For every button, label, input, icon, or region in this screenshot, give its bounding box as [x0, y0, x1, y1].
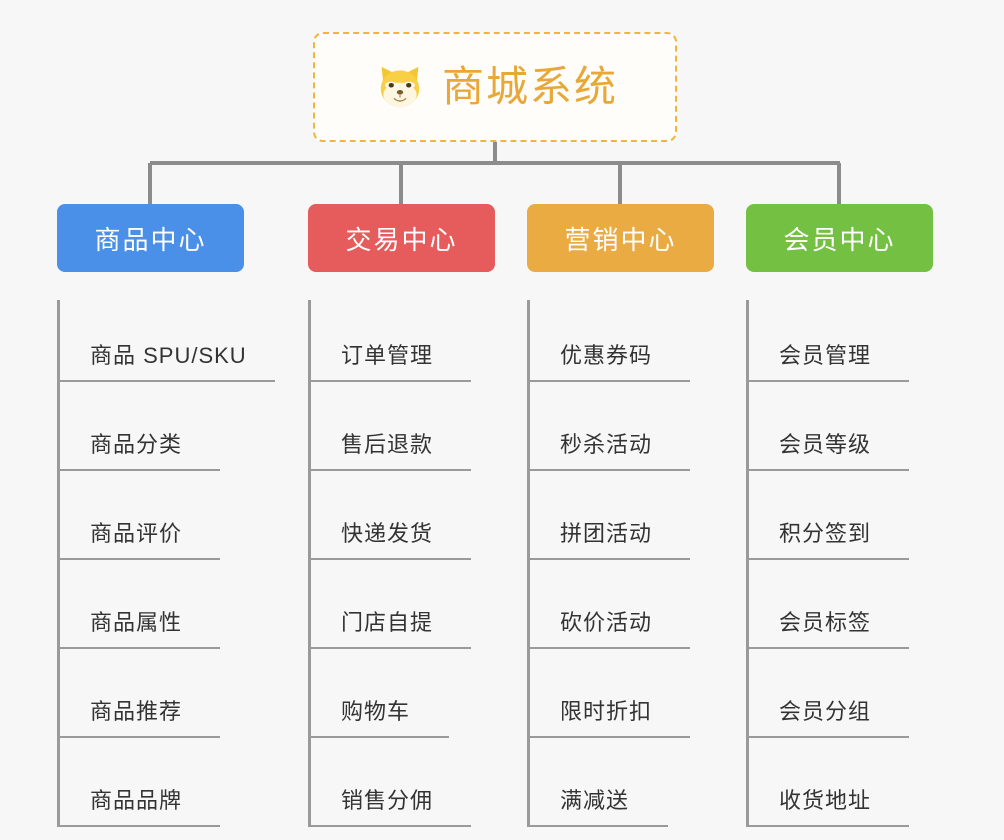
leaf-label: 商品 SPU/SKU — [90, 343, 247, 368]
leaf-underline — [749, 469, 909, 471]
leaf-underline — [311, 736, 449, 738]
leaf-label: 商品评价 — [90, 521, 183, 546]
list-item[interactable]: 砍价活动 — [530, 560, 714, 649]
category-box-product-center[interactable]: 商品中心 — [57, 204, 244, 272]
leaf-underline — [311, 647, 471, 649]
leaf-label: 积分签到 — [779, 521, 872, 546]
leaf-underline — [530, 647, 690, 649]
root-node-mall-system[interactable]: 商城系统 — [313, 32, 677, 142]
leaf-list-marketing-center: 优惠券码 秒杀活动 拼团活动 砍价活动 限时折扣 满减送 — [527, 300, 714, 827]
leaf-list-product-center: 商品 SPU/SKU 商品分类 商品评价 商品属性 商品推荐 商品品牌 — [57, 300, 275, 827]
category-label: 营销中心 — [564, 224, 677, 255]
leaf-underline — [530, 469, 690, 471]
leaf-label: 售后退款 — [341, 432, 434, 457]
category-label: 商品中心 — [94, 224, 207, 255]
leaf-label: 商品属性 — [90, 610, 183, 635]
list-item[interactable]: 会员标签 — [749, 560, 933, 649]
leaf-label: 订单管理 — [341, 343, 434, 368]
leaf-underline — [60, 736, 220, 738]
leaf-label: 商品品牌 — [90, 788, 183, 813]
leaf-label: 会员分组 — [779, 699, 872, 724]
list-item[interactable]: 会员等级 — [749, 382, 933, 471]
leaf-underline — [311, 825, 471, 827]
leaf-label: 商品分类 — [90, 432, 183, 457]
list-item[interactable]: 售后退款 — [311, 382, 495, 471]
list-item[interactable]: 优惠券码 — [530, 300, 714, 382]
list-item[interactable]: 销售分佣 — [311, 738, 495, 827]
leaf-underline — [311, 558, 471, 560]
list-item[interactable]: 商品推荐 — [60, 649, 244, 738]
category-box-member-center[interactable]: 会员中心 — [746, 204, 933, 272]
leaf-label: 秒杀活动 — [560, 432, 653, 457]
leaf-underline — [749, 558, 909, 560]
list-item[interactable]: 会员分组 — [749, 649, 933, 738]
list-item[interactable]: 门店自提 — [311, 560, 495, 649]
leaf-underline — [530, 380, 690, 382]
leaf-underline — [311, 380, 471, 382]
list-item[interactable]: 收货地址 — [749, 738, 933, 827]
list-item[interactable]: 购物车 — [311, 649, 495, 738]
leaf-label: 会员管理 — [779, 343, 872, 368]
leaf-underline — [60, 469, 220, 471]
leaf-label: 优惠券码 — [560, 343, 653, 368]
leaf-list-member-center: 会员管理 会员等级 积分签到 会员标签 会员分组 收货地址 — [746, 300, 933, 827]
leaf-underline — [749, 825, 909, 827]
list-item[interactable]: 拼团活动 — [530, 471, 714, 560]
shiba-dog-face-icon — [372, 59, 428, 115]
leaf-underline — [749, 736, 909, 738]
leaf-label: 限时折扣 — [560, 699, 653, 724]
category-box-marketing-center[interactable]: 营销中心 — [527, 204, 714, 272]
leaf-underline — [311, 469, 471, 471]
list-item[interactable]: 秒杀活动 — [530, 382, 714, 471]
column-marketing-center: 营销中心 优惠券码 秒杀活动 拼团活动 砍价活动 限时折扣 — [527, 204, 714, 827]
category-box-trade-center[interactable]: 交易中心 — [308, 204, 495, 272]
list-item[interactable]: 订单管理 — [311, 300, 495, 382]
list-item[interactable]: 限时折扣 — [530, 649, 714, 738]
leaf-label: 销售分佣 — [341, 788, 434, 813]
leaf-underline — [530, 825, 668, 827]
root-title: 商城系统 — [441, 63, 618, 110]
leaf-label: 会员标签 — [779, 610, 872, 635]
leaf-underline — [60, 825, 220, 827]
list-item[interactable]: 快递发货 — [311, 471, 495, 560]
leaf-underline — [749, 380, 909, 382]
category-label: 交易中心 — [345, 224, 458, 255]
leaf-label: 快递发货 — [341, 521, 434, 546]
column-trade-center: 交易中心 订单管理 售后退款 快递发货 门店自提 购物车 — [308, 204, 495, 827]
leaf-label: 购物车 — [341, 699, 411, 724]
list-item[interactable]: 满减送 — [530, 738, 714, 827]
leaf-underline — [60, 647, 220, 649]
column-product-center: 商品中心 商品 SPU/SKU 商品分类 商品评价 商品属性 商品推荐 — [57, 204, 275, 827]
leaf-underline — [60, 558, 220, 560]
list-item[interactable]: 积分签到 — [749, 471, 933, 560]
leaf-list-trade-center: 订单管理 售后退款 快递发货 门店自提 购物车 销售分佣 — [308, 300, 495, 827]
leaf-underline — [749, 647, 909, 649]
leaf-underline — [530, 558, 690, 560]
category-label: 会员中心 — [783, 224, 896, 255]
list-item[interactable]: 商品属性 — [60, 560, 244, 649]
leaf-underline — [530, 736, 690, 738]
leaf-label: 满减送 — [560, 788, 630, 813]
leaf-underline — [60, 380, 275, 382]
list-item[interactable]: 会员管理 — [749, 300, 933, 382]
leaf-label: 商品推荐 — [90, 699, 183, 724]
list-item[interactable]: 商品分类 — [60, 382, 244, 471]
column-member-center: 会员中心 会员管理 会员等级 积分签到 会员标签 会员分组 — [746, 204, 933, 827]
leaf-label: 拼团活动 — [560, 521, 653, 546]
list-item[interactable]: 商品 SPU/SKU — [60, 300, 275, 382]
list-item[interactable]: 商品品牌 — [60, 738, 244, 827]
leaf-label: 收货地址 — [779, 788, 872, 813]
leaf-label: 会员等级 — [779, 432, 872, 457]
leaf-label: 门店自提 — [341, 610, 434, 635]
list-item[interactable]: 商品评价 — [60, 471, 244, 560]
leaf-label: 砍价活动 — [560, 610, 653, 635]
